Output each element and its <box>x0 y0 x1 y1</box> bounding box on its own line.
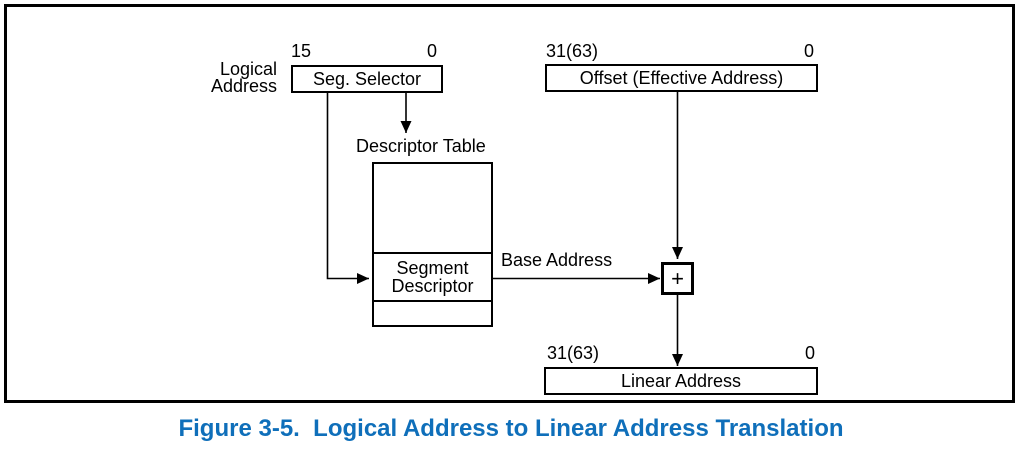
linear-address-box: Linear Address <box>544 367 818 395</box>
linear-address-bit-low: 0 <box>804 343 815 363</box>
linear-address-bit-labels: 31(63) 0 <box>547 344 815 362</box>
seg-selector-bit-high: 15 <box>291 41 312 61</box>
figure-caption: Figure 3-5. Logical Address to Linear Ad… <box>178 415 844 442</box>
offset-label: Offset (Effective Address) <box>579 68 784 88</box>
descriptor-table-empty-top <box>374 164 491 252</box>
seg-selector-bit-labels: 15 0 <box>291 42 437 60</box>
offset-bit-low: 0 <box>803 41 814 61</box>
offset-bit-labels: 31(63) 0 <box>546 42 814 60</box>
plus-icon: + <box>671 265 684 291</box>
descriptor-table-empty-bottom <box>374 302 491 325</box>
descriptor-table-box: Segment Descriptor <box>372 162 493 327</box>
seg-selector-bit-low: 0 <box>426 41 437 61</box>
base-address-label: Base Address <box>501 250 613 270</box>
offset-box: Offset (Effective Address) <box>545 64 818 92</box>
seg-selector-label: Seg. Selector <box>312 69 422 89</box>
logical-address-label: Logical Address <box>210 59 277 96</box>
adder-box: + <box>661 262 694 295</box>
figure-border <box>4 4 1015 403</box>
seg-selector-box: Seg. Selector <box>291 65 443 93</box>
descriptor-table-title: Descriptor Table <box>356 136 486 156</box>
segment-descriptor-label: Segment Descriptor <box>391 258 474 296</box>
linear-address-bit-high: 31(63) <box>547 343 600 363</box>
offset-bit-high: 31(63) <box>546 41 599 61</box>
linear-address-label: Linear Address <box>620 371 742 391</box>
segment-descriptor-entry: Segment Descriptor <box>374 252 491 302</box>
